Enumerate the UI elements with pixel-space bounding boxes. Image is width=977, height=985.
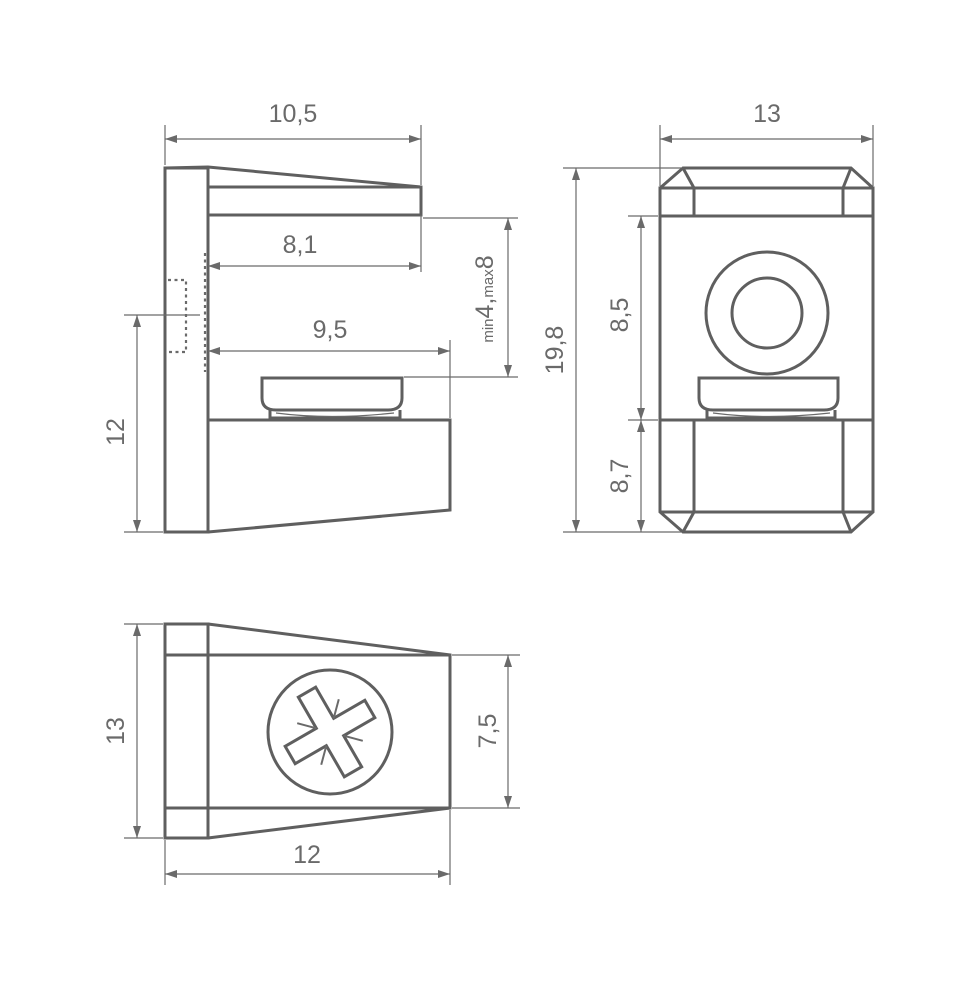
- side-lower-block: [207, 418, 452, 534]
- side-view: 10,5 8,1 9,5 12 min4,max8: [102, 100, 518, 534]
- front-lower-block: [660, 418, 873, 533]
- front-washer-outer: [704, 250, 830, 376]
- dim-label-front-upper-height: 8,5: [606, 298, 634, 333]
- dim-label-front-total-height: 19,8: [541, 326, 569, 375]
- dim-label-front-width: 13: [753, 100, 781, 128]
- side-screw-thread-detail: [275, 412, 395, 418]
- front-view: 13 19,8 8,5 8,7: [541, 100, 875, 534]
- bottom-body: [207, 622, 452, 840]
- dim-label-bottom-height: 13: [102, 717, 130, 745]
- front-screw-thread-detail: [712, 412, 831, 418]
- gap-max-value: 8: [471, 255, 499, 269]
- dim-label-side-height: 12: [102, 418, 130, 446]
- front-body: [658, 166, 875, 534]
- side-plate: [163, 166, 210, 534]
- front-screw-head: [697, 376, 840, 412]
- gap-max-prefix: max: [480, 269, 497, 298]
- front-top-chamfer-right: [841, 167, 853, 189]
- side-screw-head: [260, 376, 404, 412]
- dim-label-side-inner-width: 8,1: [283, 231, 318, 259]
- dim-label-side-gap: min4,max8: [471, 255, 499, 342]
- gap-min-prefix: min: [480, 318, 497, 342]
- dim-label-bottom-inner-height: 7,5: [474, 714, 502, 749]
- bottom-plate: [163, 622, 210, 840]
- side-top-arm: [164, 165, 423, 217]
- side-hidden-slot: [168, 278, 188, 354]
- dim-label-side-lower-width: 9,5: [313, 316, 348, 344]
- bottom-screw-head: [266, 668, 394, 796]
- front-screw-thread: [705, 410, 837, 420]
- dim-label-bottom-width: 12: [293, 841, 321, 869]
- front-top-band: [658, 186, 875, 218]
- dim-label-side-top-width: 10,5: [269, 100, 318, 128]
- gap-min-value: 4,: [471, 298, 499, 319]
- pozidriv-cross-icon: [283, 685, 377, 779]
- dim-label-front-lower-height: 8,7: [606, 459, 634, 494]
- front-washer-inner: [730, 276, 804, 350]
- side-screw-thread: [268, 410, 402, 420]
- front-top-chamfer-left: [681, 167, 696, 189]
- bottom-view: 13 7,5 12: [102, 622, 520, 885]
